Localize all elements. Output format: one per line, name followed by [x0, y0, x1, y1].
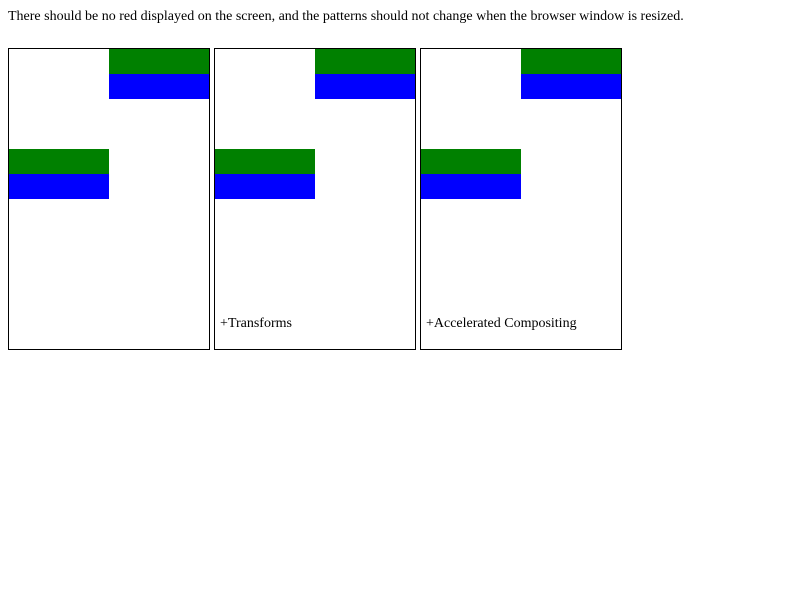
blue-stripe-top-right	[109, 74, 209, 99]
green-stripe-middle-left	[9, 149, 109, 174]
green-stripe-middle-left	[215, 149, 315, 174]
green-stripe-top-right	[521, 49, 621, 74]
box-label-accelerated-compositing: +Accelerated Compositing	[426, 316, 577, 331]
green-stripe-top-right	[315, 49, 415, 74]
blue-stripe-middle-left	[421, 174, 521, 199]
test-box-plain	[8, 48, 210, 350]
box-label-transforms: +Transforms	[220, 316, 292, 331]
test-box-accelerated-compositing: +Accelerated Compositing	[420, 48, 622, 350]
green-stripe-top-right	[109, 49, 209, 74]
instruction-text: There should be no red displayed on the …	[8, 9, 684, 24]
blue-stripe-top-right	[521, 74, 621, 99]
green-stripe-middle-left	[421, 149, 521, 174]
test-box-transforms: +Transforms	[214, 48, 416, 350]
blue-stripe-top-right	[315, 74, 415, 99]
blue-stripe-middle-left	[9, 174, 109, 199]
blue-stripe-middle-left	[215, 174, 315, 199]
